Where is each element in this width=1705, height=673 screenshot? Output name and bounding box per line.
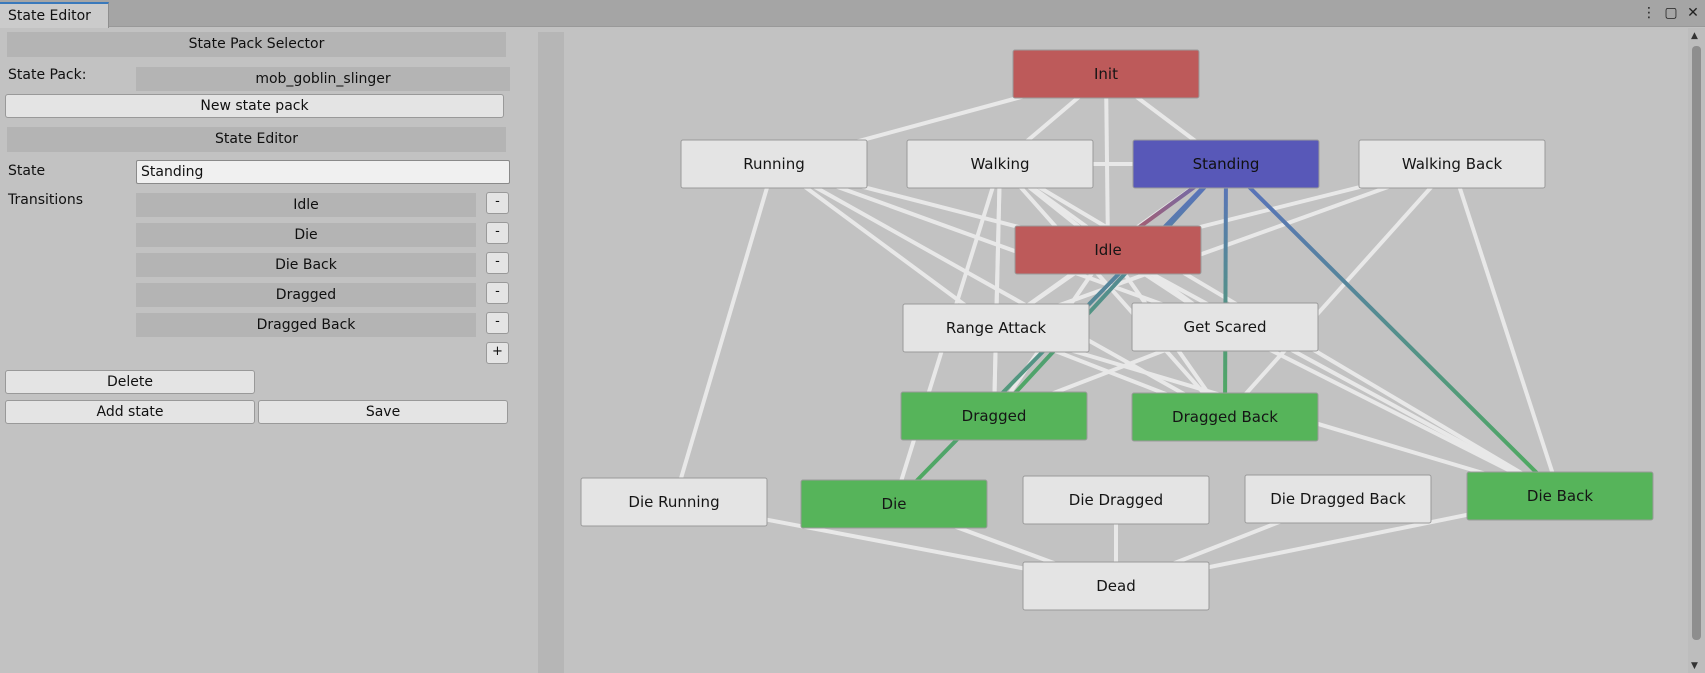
state-node-box[interactable] [680,139,868,189]
transition-edge [1224,325,1561,498]
state-node-label: Die [882,495,907,513]
remove-transition-button[interactable]: - [486,312,509,334]
state-node-box[interactable] [1012,49,1200,99]
state-node-box[interactable] [1022,561,1210,611]
transition-edge [1107,248,1561,498]
state-node-die[interactable]: Die [800,479,988,529]
remove-transition-button[interactable]: - [486,192,509,214]
scroll-up-icon[interactable]: ▲ [1691,31,1698,41]
state-node-dragged-back[interactable]: Dragged Back [1131,392,1319,442]
tab-state-editor[interactable]: State Editor [0,2,109,28]
transition-item[interactable]: Idle [136,193,476,217]
delete-button[interactable]: Delete [5,370,255,394]
state-node-box[interactable] [1131,302,1319,352]
state-node-box[interactable] [1132,139,1320,189]
state-node-label: Range Attack [946,319,1047,337]
state-node-dead[interactable]: Dead [1022,561,1210,611]
transition-item[interactable]: Die Back [136,253,476,277]
remove-transition-button[interactable]: - [486,252,509,274]
save-button[interactable]: Save [258,400,508,424]
state-node-box[interactable] [1358,139,1546,189]
state-node-label: Dragged [962,407,1027,425]
state-node-label: Running [743,155,804,173]
tab-bar: State Editor ⋮ ▢ ✕ [0,0,1705,28]
transition-item[interactable]: Die [136,223,476,247]
state-node-label: Idle [1094,241,1121,259]
state-node-label: Die Back [1527,487,1593,505]
state-node-box[interactable] [1022,475,1210,525]
state-node-die-dragged[interactable]: Die Dragged [1022,475,1210,525]
state-node-box[interactable] [1466,471,1654,521]
state-node-box[interactable] [906,139,1094,189]
state-node-die-running[interactable]: Die Running [580,477,768,527]
state-node-walking-back[interactable]: Walking Back [1358,139,1546,189]
state-node-label: Get Scared [1183,318,1266,336]
state-node-idle[interactable]: Idle [1014,225,1202,275]
transition-edge [772,162,998,330]
state-label: State [8,163,46,179]
state-node-label: Dead [1096,577,1136,595]
add-transition-button[interactable]: + [486,342,509,364]
state-node-label: Dragged Back [1172,408,1278,426]
state-node-walking[interactable]: Walking [906,139,1094,189]
transition-edge [672,163,776,503]
state-node-running[interactable]: Running [680,139,868,189]
transition-item[interactable]: Dragged [136,283,476,307]
new-state-pack-button[interactable]: New state pack [5,94,504,118]
state-pack-selector-header: State Pack Selector [7,32,506,57]
state-pack-label: State Pack: [8,67,87,83]
state-node-box[interactable] [1244,474,1432,524]
state-node-box[interactable] [902,303,1090,353]
state-node-standing[interactable]: Standing [1132,139,1320,189]
remove-transition-button[interactable]: - [486,282,509,304]
maximize-icon[interactable]: ▢ [1664,5,1678,21]
add-state-button[interactable]: Add state [5,400,255,424]
state-node-label: Die Dragged [1069,491,1163,509]
state-node-dragged[interactable]: Dragged [900,391,1088,441]
state-node-label: Walking [970,155,1029,173]
state-node-label: Walking Back [1402,155,1503,173]
transition-item[interactable]: Dragged Back [136,313,476,337]
state-node-range-attack[interactable]: Range Attack [902,303,1090,353]
state-node-init[interactable]: Init [1012,49,1200,99]
scroll-down-icon[interactable]: ▼ [1691,661,1698,671]
state-node-get-scared[interactable]: Get Scared [1131,302,1319,352]
transition-edge [1223,163,1228,418]
vertical-scrollbar[interactable]: ▲ ▼ [1688,28,1705,673]
state-node-label: Die Running [628,493,719,511]
state-node-box[interactable] [800,479,988,529]
scrollbar-thumb[interactable] [1692,46,1701,640]
state-node-box[interactable] [580,477,768,527]
remove-transition-button[interactable]: - [486,222,509,244]
transition-edge [1224,162,1562,498]
transition-edge [998,162,1227,419]
state-node-box[interactable] [900,391,1088,441]
state-editor-header: State Editor [7,127,506,152]
close-icon[interactable]: ✕ [1687,5,1699,21]
state-pack-field[interactable]: mob_goblin_slinger [136,67,510,91]
state-node-die-back[interactable]: Die Back [1466,471,1654,521]
state-node-box[interactable] [1014,225,1202,275]
state-node-label: Init [1094,65,1118,83]
transition-edge [1450,163,1562,497]
transitions-label: Transitions [8,192,83,208]
transition-edge [1223,162,1454,419]
window-controls: ⋮ ▢ ✕ [1641,5,1701,21]
more-options-icon[interactable]: ⋮ [1642,5,1656,21]
state-name-input[interactable]: Standing [136,160,510,184]
state-node-box[interactable] [1131,392,1319,442]
state-node-label: Standing [1193,155,1260,173]
panel-splitter[interactable] [538,32,564,673]
state-node-label: Die Dragged Back [1270,490,1406,508]
state-node-die-dragged-back[interactable]: Die Dragged Back [1244,474,1432,524]
